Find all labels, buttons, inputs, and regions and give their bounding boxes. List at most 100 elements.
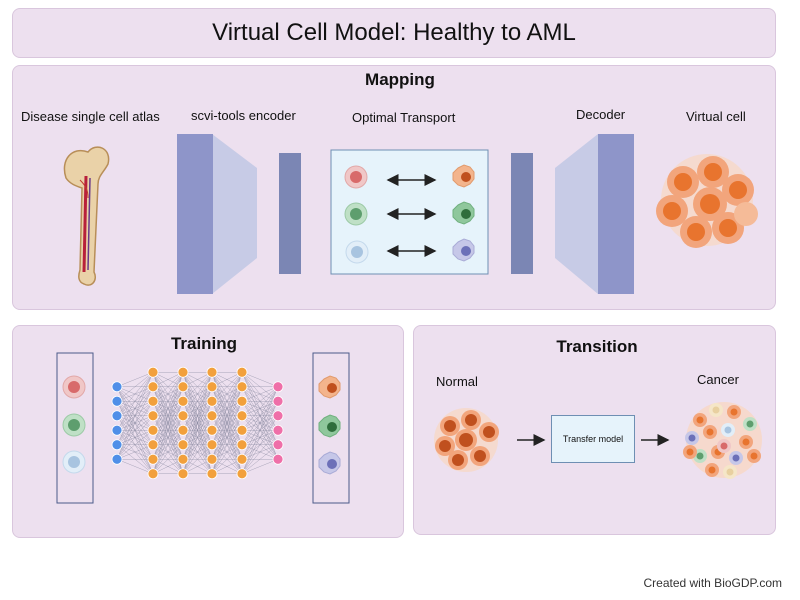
nn-node [177,395,189,407]
cancer-cell-nucleus [730,408,738,416]
cancer-cell-nucleus [750,452,758,460]
nn-node [147,439,159,451]
cancer-label: Cancer [697,372,739,387]
nn-node [236,395,248,407]
nn-connection [211,444,243,474]
ot-label: Optimal Transport [352,110,456,125]
training-output-cell-orange [318,375,341,399]
nn-connection [152,372,184,387]
nn-connection [241,386,279,460]
nn-connection [152,444,184,474]
nn-connection [182,372,213,416]
mapping-title: Mapping [365,70,435,89]
training-input-box [56,352,94,504]
nn-node [206,439,218,451]
nn-connection [182,372,213,387]
nn-connection [211,372,243,431]
bone-icon [63,146,110,286]
nn-connection [152,372,184,416]
nn-connection [211,372,243,474]
nn-connection [116,372,154,416]
nn-node [272,439,284,451]
nn-connection [152,459,184,474]
nn-node [177,439,189,451]
nn-node [206,424,218,436]
cancer-cell-nucleus [720,442,728,450]
nn-node [177,468,189,480]
training-title: Training [170,334,238,353]
nn-connection [241,386,279,445]
nn-node [111,381,123,393]
nn-node [236,381,248,393]
transfer-model-box: Transfer model [551,415,635,463]
nn-connection [116,372,154,445]
virtual-cell-cluster-icon [656,154,758,248]
nn-node [147,468,159,480]
nn-connection [152,372,184,431]
nn-connection [241,386,279,402]
nn-node [147,395,159,407]
nn-connection [211,372,243,402]
nn-connection [241,401,279,474]
nn-connection [152,372,184,402]
virtual-cell-label: Virtual cell [686,109,746,124]
cancer-cell-nucleus [688,434,696,442]
nn-node [111,424,123,436]
cancer-cell-nucleus [696,416,704,424]
nn-connection [211,372,243,445]
ot-target-cell-orange [452,164,475,188]
ot-target-cell-green [452,201,475,225]
nn-node [272,381,284,393]
nn-node [236,468,248,480]
nn-connection [241,415,279,474]
nn-connection [211,372,243,387]
nn-node [206,366,218,378]
nn-node [147,424,159,436]
nn-connection [116,415,154,460]
atlas-label: Disease single cell atlas [21,109,160,124]
nn-connection [152,372,184,474]
nn-node [111,395,123,407]
nn-connection [241,386,279,416]
title-bar: Virtual Cell Model: Healthy to AML [12,8,776,58]
nn-connection [182,415,213,474]
nn-node [236,424,248,436]
training-output-box [312,352,350,504]
nn-node [147,381,159,393]
nn-node [177,366,189,378]
nn-node [206,410,218,422]
nn-connection [116,386,154,460]
nn-connection [211,401,243,474]
nn-connection [152,415,184,474]
nn-connection [152,372,184,445]
training-input-cell-green [62,413,86,437]
nn-connection [116,372,154,431]
nn-connection [116,372,154,387]
cancer-cell-nucleus [712,406,720,414]
nn-node [272,424,284,436]
nn-connection [241,386,279,431]
training-input-cell-red [62,375,86,399]
nn-connection [211,415,243,474]
nn-connection [116,372,154,402]
nn-node [272,395,284,407]
credit-text: Created with BioGDP.com [643,576,782,590]
nn-connection [211,459,243,474]
nn-node [147,410,159,422]
latent-bar-right [511,153,533,274]
cancer-cell-nucleus [696,452,704,460]
cancer-cell-nucleus [686,448,694,456]
cancer-cell-nucleus [724,426,732,434]
nn-node [272,453,284,465]
normal-cell-cluster-icon [434,408,499,472]
nn-connection [116,372,154,460]
nn-node [236,366,248,378]
cancer-cell-cluster-icon [683,402,762,479]
nn-node [177,381,189,393]
page-title: Virtual Cell Model: Healthy to AML [212,19,576,46]
ot-source-cell-blue [345,240,369,264]
nn-node [206,381,218,393]
nn-connection [241,430,279,474]
normal-label: Normal [436,374,478,389]
nn-node [177,453,189,465]
